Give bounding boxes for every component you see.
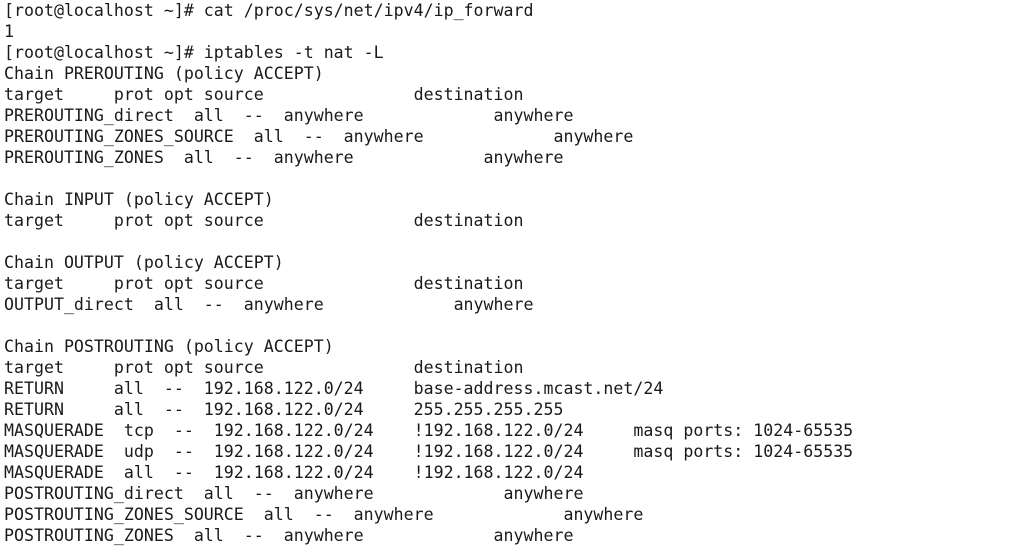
blank-line [4, 231, 1015, 252]
command-line: [root@localhost ~]# cat /proc/sys/net/ip… [4, 1, 534, 20]
chain-header: Chain POSTROUTING (policy ACCEPT) [4, 337, 334, 356]
blank-line [4, 315, 1015, 336]
column-header: target prot opt source destination [4, 358, 524, 377]
chain-header: Chain PREROUTING (policy ACCEPT) [4, 64, 324, 83]
chain-header: Chain INPUT (policy ACCEPT) [4, 190, 274, 209]
chain-header: Chain OUTPUT (policy ACCEPT) [4, 253, 284, 272]
rule-row: MASQUERADE udp -- 192.168.122.0/24 !192.… [4, 442, 854, 461]
rule-row: POSTROUTING_ZONES_SOURCE all -- anywhere… [4, 505, 644, 524]
column-header: target prot opt source destination [4, 211, 524, 230]
rule-row: MASQUERADE tcp -- 192.168.122.0/24 !192.… [4, 421, 854, 440]
column-header: target prot opt source destination [4, 85, 524, 104]
blank-line [4, 168, 1015, 189]
rule-row: POSTROUTING_direct all -- anywhere anywh… [4, 484, 584, 503]
rule-row: POSTROUTING_ZONES all -- anywhere anywhe… [4, 526, 574, 545]
output-line: 1 [4, 22, 14, 41]
rule-row: OUTPUT_direct all -- anywhere anywhere [4, 295, 534, 314]
rule-row: PREROUTING_ZONES_SOURCE all -- anywhere … [4, 127, 634, 146]
rule-row: RETURN all -- 192.168.122.0/24 base-addr… [4, 379, 664, 398]
rule-row: RETURN all -- 192.168.122.0/24 255.255.2… [4, 400, 564, 419]
column-header: target prot opt source destination [4, 274, 524, 293]
rule-row: PREROUTING_ZONES all -- anywhere anywher… [4, 148, 564, 167]
rule-row: MASQUERADE all -- 192.168.122.0/24 !192.… [4, 463, 584, 482]
command-line: [root@localhost ~]# iptables -t nat -L [4, 43, 384, 62]
rule-row: PREROUTING_direct all -- anywhere anywhe… [4, 106, 574, 125]
